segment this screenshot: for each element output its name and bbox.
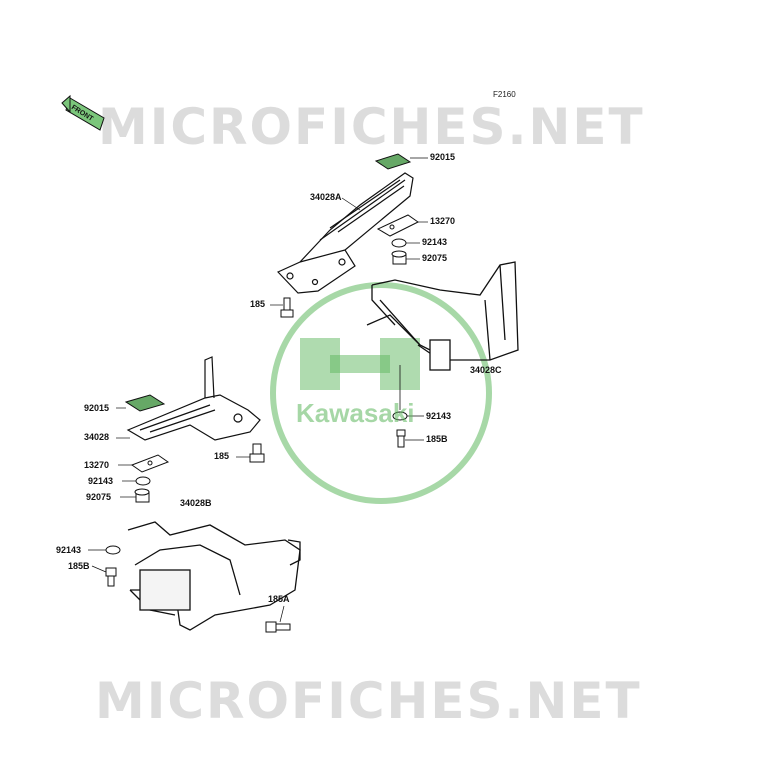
footrest-right-34028A	[276, 172, 414, 294]
label-34028B: 34028B	[180, 498, 212, 508]
collar-92143-bottom	[105, 545, 121, 555]
footrest-left-34028	[126, 356, 261, 441]
pad-92015-top	[374, 153, 412, 170]
label-92015-top: 92015	[430, 152, 456, 162]
washer-13270-left	[130, 454, 170, 473]
label-185B-right: 185B	[426, 434, 448, 444]
collar-92143-left	[135, 476, 151, 486]
label-34028C: 34028C	[470, 365, 502, 375]
label-92015-left: 92015	[84, 403, 110, 413]
bolt-185-top	[280, 297, 294, 318]
label-92143-mid: 92143	[426, 411, 452, 421]
label-185-mid: 185	[214, 451, 230, 461]
leader-lines	[88, 157, 428, 623]
label-185B-left: 185B	[68, 561, 90, 571]
watermark-bottom: MICROFICHES.NET	[95, 672, 642, 730]
label-92075-top: 92075	[422, 253, 448, 263]
label-92143-left: 92143	[88, 476, 114, 486]
figure-code: F2160	[493, 90, 516, 99]
bolt-185A	[265, 621, 291, 633]
label-185A: 185A	[268, 594, 290, 604]
label-34028A: 34028A	[310, 192, 342, 202]
kawasaki-logo-watermark	[270, 282, 492, 504]
bolt-185B-right	[396, 429, 406, 448]
label-92075-left: 92075	[86, 492, 112, 502]
label-13270-top: 13270	[430, 216, 456, 226]
guard-right-34028C	[366, 261, 519, 371]
label-92143-bottom: 92143	[56, 545, 82, 555]
label-185-top: 185	[250, 299, 266, 309]
label-34028: 34028	[84, 432, 110, 442]
front-arrow-icon	[61, 94, 105, 131]
damper-92075-left	[134, 488, 150, 503]
guard-left-34028B	[127, 521, 301, 631]
brand-watermark: Kawasaki	[296, 398, 415, 428]
bolt-185-mid	[249, 443, 265, 463]
label-13270-left: 13270	[84, 460, 110, 470]
label-92143-top: 92143	[422, 237, 448, 247]
collar-92143-top	[391, 238, 407, 248]
damper-92075-top	[391, 250, 407, 265]
pad-92015-left	[124, 394, 166, 412]
bolt-185B-left	[105, 567, 117, 587]
watermark-top: MICROFICHES.NET	[98, 98, 645, 156]
